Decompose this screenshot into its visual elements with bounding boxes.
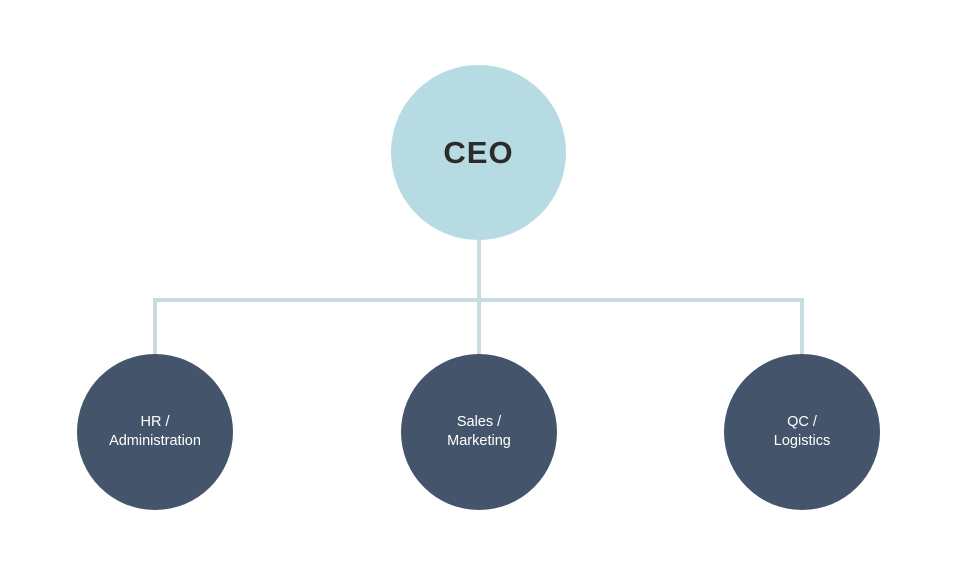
sales-label-line2: Marketing — [447, 433, 511, 449]
sales-label-line1: Sales / — [456, 414, 502, 430]
qc-label-line1: QC / — [787, 414, 817, 430]
hr-label-line2: Administration — [109, 433, 201, 449]
ceo-label: CEO — [443, 134, 514, 170]
qc-logistics-node: QC / Logistics — [724, 354, 880, 510]
hr-administration-node: HR / Administration — [77, 354, 233, 510]
ceo-node: CEO — [391, 65, 566, 240]
hr-label-line1: HR / — [140, 414, 170, 430]
sales-marketing-node: Sales / Marketing — [401, 354, 557, 510]
qc-label-line2: Logistics — [773, 433, 831, 449]
